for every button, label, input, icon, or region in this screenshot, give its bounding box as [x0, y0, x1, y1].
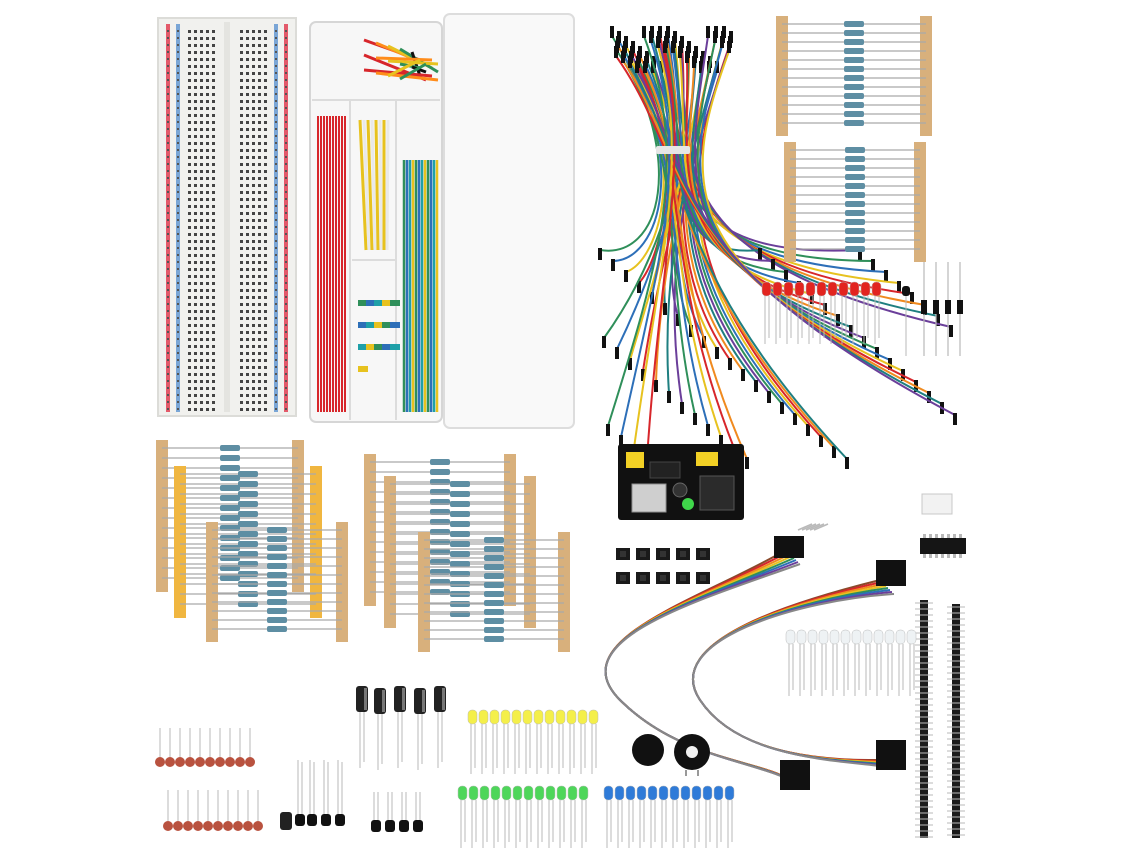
white-leds	[785, 629, 917, 696]
yellow-leds	[467, 709, 599, 774]
electrolytic-capacitors	[356, 686, 446, 770]
breadboard-power-module	[618, 444, 744, 520]
transistors	[295, 760, 423, 832]
blue-leds	[603, 785, 735, 848]
resistor-strips-middle	[364, 454, 570, 652]
dupont-ribbon-cables	[604, 523, 906, 790]
small-connector	[921, 493, 953, 515]
small-electrolytic-capacitors	[280, 812, 292, 830]
buzzers	[632, 734, 710, 776]
dupont-jumper-bundle	[598, 26, 957, 469]
resistor-strips-top-right	[776, 16, 932, 262]
breadboard	[157, 17, 297, 417]
ic-chip	[920, 534, 966, 558]
breadboard-holes	[167, 30, 287, 411]
tactile-push-buttons	[616, 548, 710, 584]
jumper-wire-box	[309, 13, 575, 429]
resistor-strips-left	[156, 440, 348, 642]
diodes	[902, 262, 963, 356]
green-leds	[457, 785, 589, 848]
preformed-jumper-wires	[317, 38, 439, 412]
ceramic-capacitors	[155, 728, 263, 831]
red-leds	[761, 281, 882, 344]
header-pin-strips	[915, 600, 965, 838]
